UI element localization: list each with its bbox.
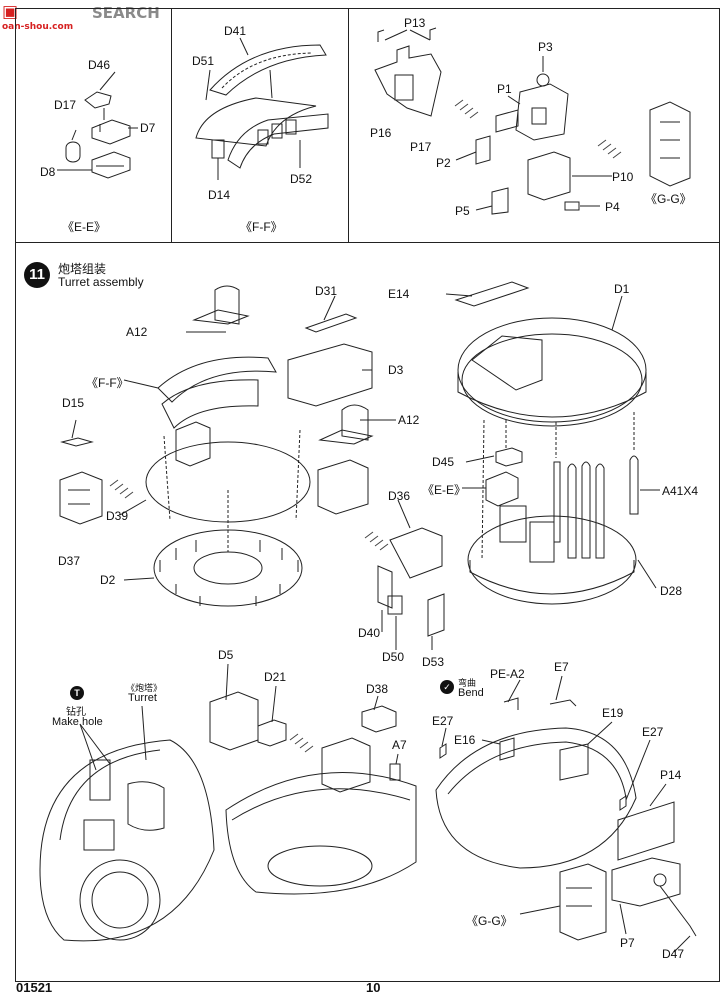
part-label-e7: E7 [554, 660, 569, 674]
part-label-p5: P5 [455, 204, 470, 218]
part-label-d14: D14 [208, 188, 231, 202]
part-label-d50: D50 [382, 650, 405, 664]
part-label-e27-left: E27 [432, 714, 454, 728]
bend-en: Bend [458, 687, 484, 699]
part-label-d40: D40 [358, 626, 381, 640]
part-label-a12-top: A12 [126, 325, 148, 339]
part-label-d1: D1 [614, 282, 630, 296]
part-label-a7: A7 [392, 738, 407, 752]
part-label-d37: D37 [58, 554, 81, 568]
part-label-d53: D53 [422, 655, 445, 669]
bottom-right-drawing [435, 675, 697, 953]
turret-right-assembly [445, 281, 660, 605]
step-title-en: Turret assembly [58, 275, 144, 289]
step-number-badge: 11 [24, 262, 50, 288]
part-label-d45: D45 [432, 455, 455, 469]
gg-drawing [374, 27, 691, 215]
part-label-d21: D21 [264, 670, 287, 684]
bend-badge: ✓ [440, 680, 454, 694]
part-label-d2: D2 [100, 573, 116, 587]
part-label-d36: D36 [388, 489, 411, 503]
part-label-d28: D28 [660, 584, 683, 598]
part-label-d46: D46 [88, 58, 111, 72]
part-label-p7: P7 [620, 936, 635, 950]
bottom-middle-drawing [209, 663, 417, 895]
part-label-d52: D52 [290, 172, 313, 186]
label-gg-ref: 《G-G》 [466, 914, 513, 928]
make-hole-cn: 钻孔 [66, 707, 86, 718]
part-label-d51: D51 [192, 54, 215, 68]
watermark-site: oan-shou.com [2, 22, 74, 32]
step-11-frame [15, 242, 720, 982]
label-ee-ref: 《E-E》 [422, 483, 467, 497]
part-label-p2: P2 [436, 156, 451, 170]
panel-gg-caption: 《G-G》 [645, 192, 692, 206]
part-label-d7: D7 [140, 121, 156, 135]
panel-ee-caption: 《E-E》 [62, 220, 107, 234]
label-ff-ref: 《F-F》 [86, 376, 129, 390]
part-label-p14: P14 [660, 768, 682, 782]
turret-en-label: Turret [128, 692, 157, 704]
part-label-d41: D41 [224, 24, 247, 38]
part-label-a41x4: A41X4 [662, 484, 699, 498]
part-label-d8: D8 [40, 165, 56, 179]
bend-cn: 弯曲 [458, 679, 477, 689]
turret-cn-label: 《炮塔》 [126, 684, 163, 694]
part-label-p13: P13 [404, 16, 426, 30]
ee-drawing [57, 71, 138, 179]
part-label-d31: D31 [315, 284, 338, 298]
panel-ff-caption: 《F-F》 [240, 220, 283, 234]
part-label-d38: D38 [366, 682, 389, 696]
part-label-d5: D5 [218, 648, 234, 662]
hatch-arrows [109, 99, 622, 753]
ff-drawing [195, 37, 329, 180]
part-label-d15: D15 [62, 396, 85, 410]
step-title-cn: 炮塔组装 [58, 262, 107, 276]
make-hole-badge: T [70, 686, 84, 700]
part-label-p17: P17 [410, 140, 432, 154]
part-label-p1: P1 [497, 82, 512, 96]
footer-product-code: 01521 [16, 980, 53, 995]
footer-page-number: 10 [366, 980, 381, 995]
part-label-d39: D39 [106, 509, 129, 523]
part-label-e27-right: E27 [642, 725, 664, 739]
part-label-pe-a2: PE-A2 [490, 667, 525, 681]
part-label-a12-right: A12 [398, 413, 420, 427]
part-label-e14: E14 [388, 287, 410, 301]
part-label-p16: P16 [370, 126, 392, 140]
part-label-e19: E19 [602, 706, 624, 720]
watermark-logo-mark: ▣ [2, 2, 19, 22]
part-label-d3: D3 [388, 363, 404, 377]
part-label-e16: E16 [454, 733, 476, 747]
part-label-d17: D17 [54, 98, 77, 112]
part-label-p4: P4 [605, 200, 620, 214]
make-hole-en: Make hole [52, 716, 103, 728]
part-label-p10: P10 [612, 170, 634, 184]
part-label-d47: D47 [662, 947, 685, 961]
turret-left-assembly [59, 285, 445, 650]
part-label-p3: P3 [538, 40, 553, 54]
bottom-left-drawing [39, 705, 215, 942]
